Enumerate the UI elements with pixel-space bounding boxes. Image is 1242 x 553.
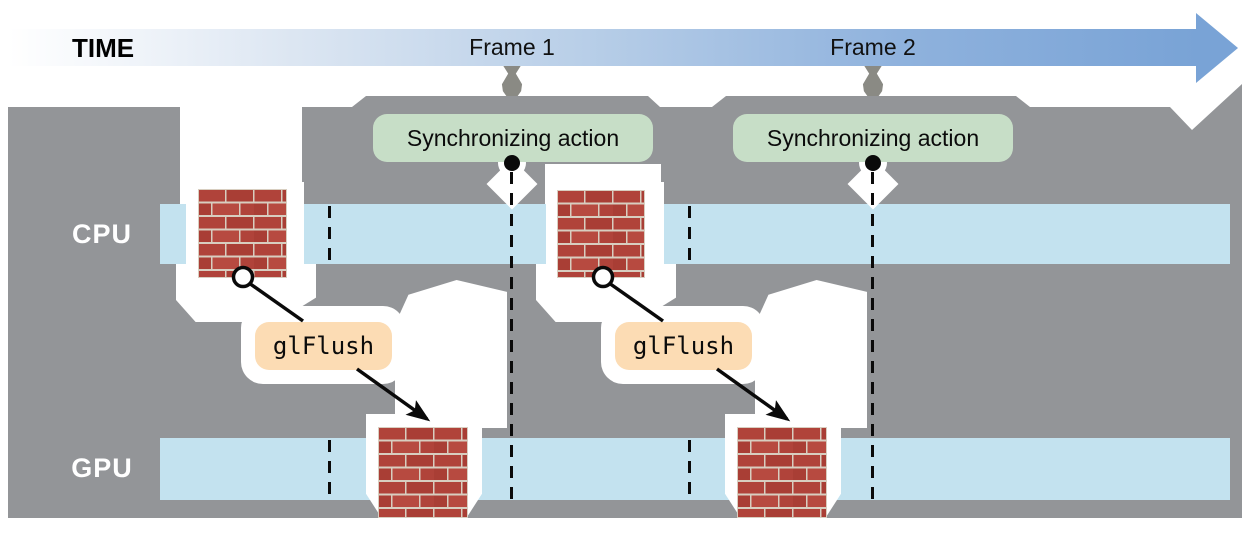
sync-action-label: Synchronizing action [406,124,620,151]
time-arrow-head-icon [1196,13,1238,83]
time-arrow-shaft [8,29,1196,66]
cpu-work-brick-2 [557,190,645,278]
sync-boundary-dashed-line [871,172,874,500]
cpu-work-brick-1 [198,189,287,278]
dashed-divider [328,440,331,500]
cpu-timeline-lane [160,204,1230,264]
glflush-call-box-1: glFlush [255,322,392,370]
gpu-timeline-lane [160,438,1230,500]
white-cutout [755,280,867,428]
sync-action-label: Synchronizing action [766,124,980,151]
glflush-label: glFlush [632,332,735,360]
frame-2-label: Frame 2 [830,34,916,60]
gpu-lane-label: GPU [71,453,133,483]
white-cutout [395,280,507,428]
glflush-label: glFlush [272,332,375,360]
sync-action-box-2: Synchronizing action [733,114,1013,162]
time-label: TIME [72,33,135,63]
gpu-work-brick-1 [378,427,468,518]
dashed-divider [328,206,331,264]
sync-action-box-1: Synchronizing action [373,114,653,162]
cpu-lane-label: CPU [71,219,132,249]
frame-1-label: Frame 1 [469,34,555,60]
dashed-divider [688,440,691,500]
gpu-work-brick-2 [737,427,827,518]
glflush-call-box-2: glFlush [615,322,752,370]
sync-boundary-dashed-line [510,172,513,500]
dashed-divider [688,206,691,264]
